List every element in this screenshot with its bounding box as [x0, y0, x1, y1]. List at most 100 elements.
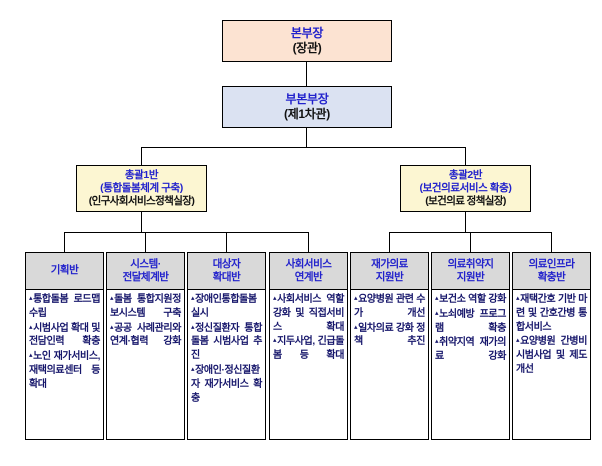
connector-deputy-down — [306, 128, 307, 147]
team-2-header-line1: 시스템· — [130, 257, 161, 270]
bullet-triangle-icon: ▴ — [516, 337, 520, 345]
connector-to-team-6 — [470, 232, 471, 252]
team-4-header: 사회서비스 연계반 — [270, 253, 347, 290]
bullet-triangle-icon: ▴ — [29, 323, 33, 331]
connector-groups-bus — [141, 147, 466, 148]
connector-to-team-1 — [64, 232, 65, 252]
team-4-item-2: ▴지두사업, 긴급돌봄 등 확대 — [273, 335, 344, 363]
bullet-triangle-icon: ▴ — [29, 352, 33, 360]
team-box-social-service-link[interactable]: 사회서비스 연계반 ▴사회서비스 역할 강화 및 직접서비스 확대 ▴지두사업,… — [269, 252, 348, 440]
team-7-item-1: ▴재택간호 기반 마련 및 간호간병 통합서비스 — [516, 293, 587, 334]
connector-to-team-3 — [226, 232, 227, 252]
group-1-name: 총괄1반 — [124, 168, 159, 181]
bullet-triangle-icon: ▴ — [110, 323, 114, 331]
team-4-item-2-text: 지두사업, 긴급돌봄 등 확대 — [273, 336, 344, 362]
connector-to-team-2 — [145, 232, 146, 252]
connector-bus-to-group1 — [141, 147, 142, 165]
node-deputy[interactable]: 부본부장 (제1차관) — [222, 86, 392, 128]
team-4-body: ▴사회서비스 역할 강화 및 직접서비스 확대 ▴지두사업, 긴급돌봄 등 확대 — [270, 290, 347, 439]
group-2-owner: (보건의료 정책실장) — [425, 195, 506, 208]
team-1-item-1-text: 통합돌봄 로드맵 수립 — [29, 294, 100, 319]
team-5-header-line2: 지원반 — [375, 271, 404, 283]
team-6-header: 의료취약지 지원반 — [432, 253, 509, 290]
team-3-item-1-text: 장애인통합돌봄 실시 — [191, 294, 257, 319]
team-6-body: ▴보건소 역할 강화 ▴노쇠예방 프로그램 확충 ▴취약지역 재가의료 강화 — [432, 290, 509, 439]
team-1-header-line1: 기획반 — [50, 264, 79, 277]
team-3-item-1: ▴장애인통합돌봄 실시 — [191, 293, 262, 321]
team-5-item-1: ▴요양병원 관련 수가 개선 — [354, 293, 425, 321]
team-7-header-line1: 의료인프라 — [528, 257, 575, 270]
team-7-header: 의료인프라 확충반 — [513, 253, 590, 290]
bullet-triangle-icon: ▴ — [191, 295, 195, 302]
team-1-item-3: ▴노인 재가서비스, 재택의료센터 등 확대 — [29, 350, 100, 391]
bullet-triangle-icon: ▴ — [191, 365, 195, 373]
team-2-item-1-text: 돌봄 통합지원정보시스템 구축 — [110, 294, 181, 319]
connector-root-to-deputy — [306, 62, 307, 86]
team-6-item-1-text: 보건소 역할 강화 — [439, 294, 506, 305]
team-5-item-2-text: 일차의료 강화 정책 추진 — [354, 322, 425, 348]
team-box-target-expansion[interactable]: 대상자 확대반 ▴장애인통합돌봄 실시 ▴정신질환자 통합돌봄 시범사업 추진 … — [187, 252, 266, 440]
bullet-triangle-icon: ▴ — [435, 295, 439, 302]
team-4-item-1: ▴사회서비스 역할 강화 및 직접서비스 확대 — [273, 293, 344, 334]
connector-group2-down — [465, 212, 466, 232]
team-2-item-1: ▴돌봄 통합지원정보시스템 구축 — [110, 293, 181, 321]
team-6-header-line1: 의료취약지 — [447, 257, 494, 270]
connector-to-team-7 — [551, 232, 552, 252]
group-2-name: 총괄2반 — [448, 168, 483, 181]
team-5-header: 재가의료 지원반 — [351, 253, 428, 290]
team-1-item-2: ▴시범사업 확대 및 전담인력 확충 — [29, 322, 100, 350]
team-7-item-1-text: 재택간호 기반 마련 및 간호간병 통합서비스 — [516, 294, 587, 333]
group-box-2[interactable]: 총괄2반 (보건의료서비스 확충) (보건의료 정책실장) — [400, 165, 531, 212]
team-7-item-2: ▴요양병원 간병비 시범사업 및 제도개선 — [516, 335, 587, 376]
team-7-header-line2: 확충반 — [537, 271, 566, 283]
team-6-item-1: ▴보건소 역할 강화 — [435, 293, 506, 307]
connector-group1-bus — [64, 232, 309, 233]
team-box-planning[interactable]: 기획반 ▴통합돌봄 로드맵 수립 ▴시범사업 확대 및 전담인력 확충 ▴노인 … — [25, 252, 104, 440]
node-deputy-subtitle: (제1차관) — [284, 107, 330, 121]
team-3-body: ▴장애인통합돌봄 실시 ▴정신질환자 통합돌봄 시범사업 추진 ▴장애인·정신질… — [188, 290, 265, 439]
team-1-item-2-text: 시범사업 확대 및 전담인력 확충 — [29, 322, 100, 348]
team-box-medical-infra-expansion[interactable]: 의료인프라 확충반 ▴재택간호 기반 마련 및 간호간병 통합서비스 ▴요양병원… — [512, 252, 591, 440]
team-1-header: 기획반 — [26, 253, 103, 290]
team-box-system-delivery[interactable]: 시스템· 전달체계반 ▴돌봄 통합지원정보시스템 구축 ▴공공 사례관리와 연계… — [106, 252, 185, 440]
team-3-item-2: ▴정신질환자 통합돌봄 시범사업 추진 — [191, 322, 262, 363]
group-2-scope: (보건의료서비스 확충) — [419, 181, 512, 194]
team-2-header-line2: 전달체계반 — [122, 271, 169, 283]
group-1-scope: (통합돌봄체계 구축) — [100, 181, 183, 194]
bullet-triangle-icon: ▴ — [516, 295, 520, 302]
connector-bus-to-group2 — [465, 147, 466, 165]
bullet-triangle-icon: ▴ — [273, 295, 277, 302]
team-2-item-2: ▴공공 사례관리와 연계·협력 강화 — [110, 322, 181, 350]
bullet-triangle-icon: ▴ — [435, 309, 439, 317]
team-box-medical-underserved-support[interactable]: 의료취약지 지원반 ▴보건소 역할 강화 ▴노쇠예방 프로그램 확충 ▴취약지역… — [431, 252, 510, 440]
team-box-home-medical-support[interactable]: 재가의료 지원반 ▴요양병원 관련 수가 개선 ▴일차의료 강화 정책 추진 — [350, 252, 429, 440]
team-1-body: ▴통합돌봄 로드맵 수립 ▴시범사업 확대 및 전담인력 확충 ▴노인 재가서비… — [26, 290, 103, 439]
bullet-triangle-icon: ▴ — [354, 323, 358, 331]
team-6-header-line2: 지원반 — [456, 271, 485, 283]
bullet-triangle-icon: ▴ — [110, 295, 114, 302]
team-3-item-3-text: 장애인·정신질환자 재가서비스 확충 — [191, 364, 262, 404]
team-6-item-2: ▴노쇠예방 프로그램 확충 — [435, 308, 506, 336]
group-box-1[interactable]: 총괄1반 (통합돌봄체계 구축) (인구사회서비스정책실장) — [76, 165, 207, 212]
bullet-triangle-icon: ▴ — [354, 295, 358, 302]
team-6-item-3: ▴취약지역 재가의료 강화 — [435, 336, 506, 364]
team-2-header: 시스템· 전달체계반 — [107, 253, 184, 290]
team-2-body: ▴돌봄 통합지원정보시스템 구축 ▴공공 사례관리와 연계·협력 강화 — [107, 290, 184, 439]
team-4-header-line2: 연계반 — [294, 271, 323, 283]
team-3-item-3: ▴장애인·정신질환자 재가서비스 확충 — [191, 364, 262, 405]
node-deputy-title: 부본부장 — [285, 92, 329, 106]
bullet-triangle-icon: ▴ — [29, 295, 33, 302]
team-4-item-1-text: 사회서비스 역할 강화 및 직접서비스 확대 — [273, 294, 344, 333]
team-3-header-line2: 확대반 — [212, 271, 241, 283]
bullet-triangle-icon: ▴ — [191, 323, 195, 331]
node-root-subtitle: (장관) — [292, 41, 322, 55]
bullet-triangle-icon: ▴ — [435, 338, 439, 346]
bullet-triangle-icon: ▴ — [273, 337, 277, 345]
node-root[interactable]: 본부장 (장관) — [222, 20, 392, 62]
team-1-item-1: ▴통합돌봄 로드맵 수립 — [29, 293, 100, 321]
team-3-header: 대상자 확대반 — [188, 253, 265, 290]
team-2-item-2-text: 공공 사례관리와 연계·협력 강화 — [110, 322, 181, 348]
team-5-item-2: ▴일차의료 강화 정책 추진 — [354, 322, 425, 350]
group-1-owner: (인구사회서비스정책실장) — [88, 195, 195, 208]
team-6-item-2-text: 노쇠예방 프로그램 확충 — [435, 308, 506, 334]
